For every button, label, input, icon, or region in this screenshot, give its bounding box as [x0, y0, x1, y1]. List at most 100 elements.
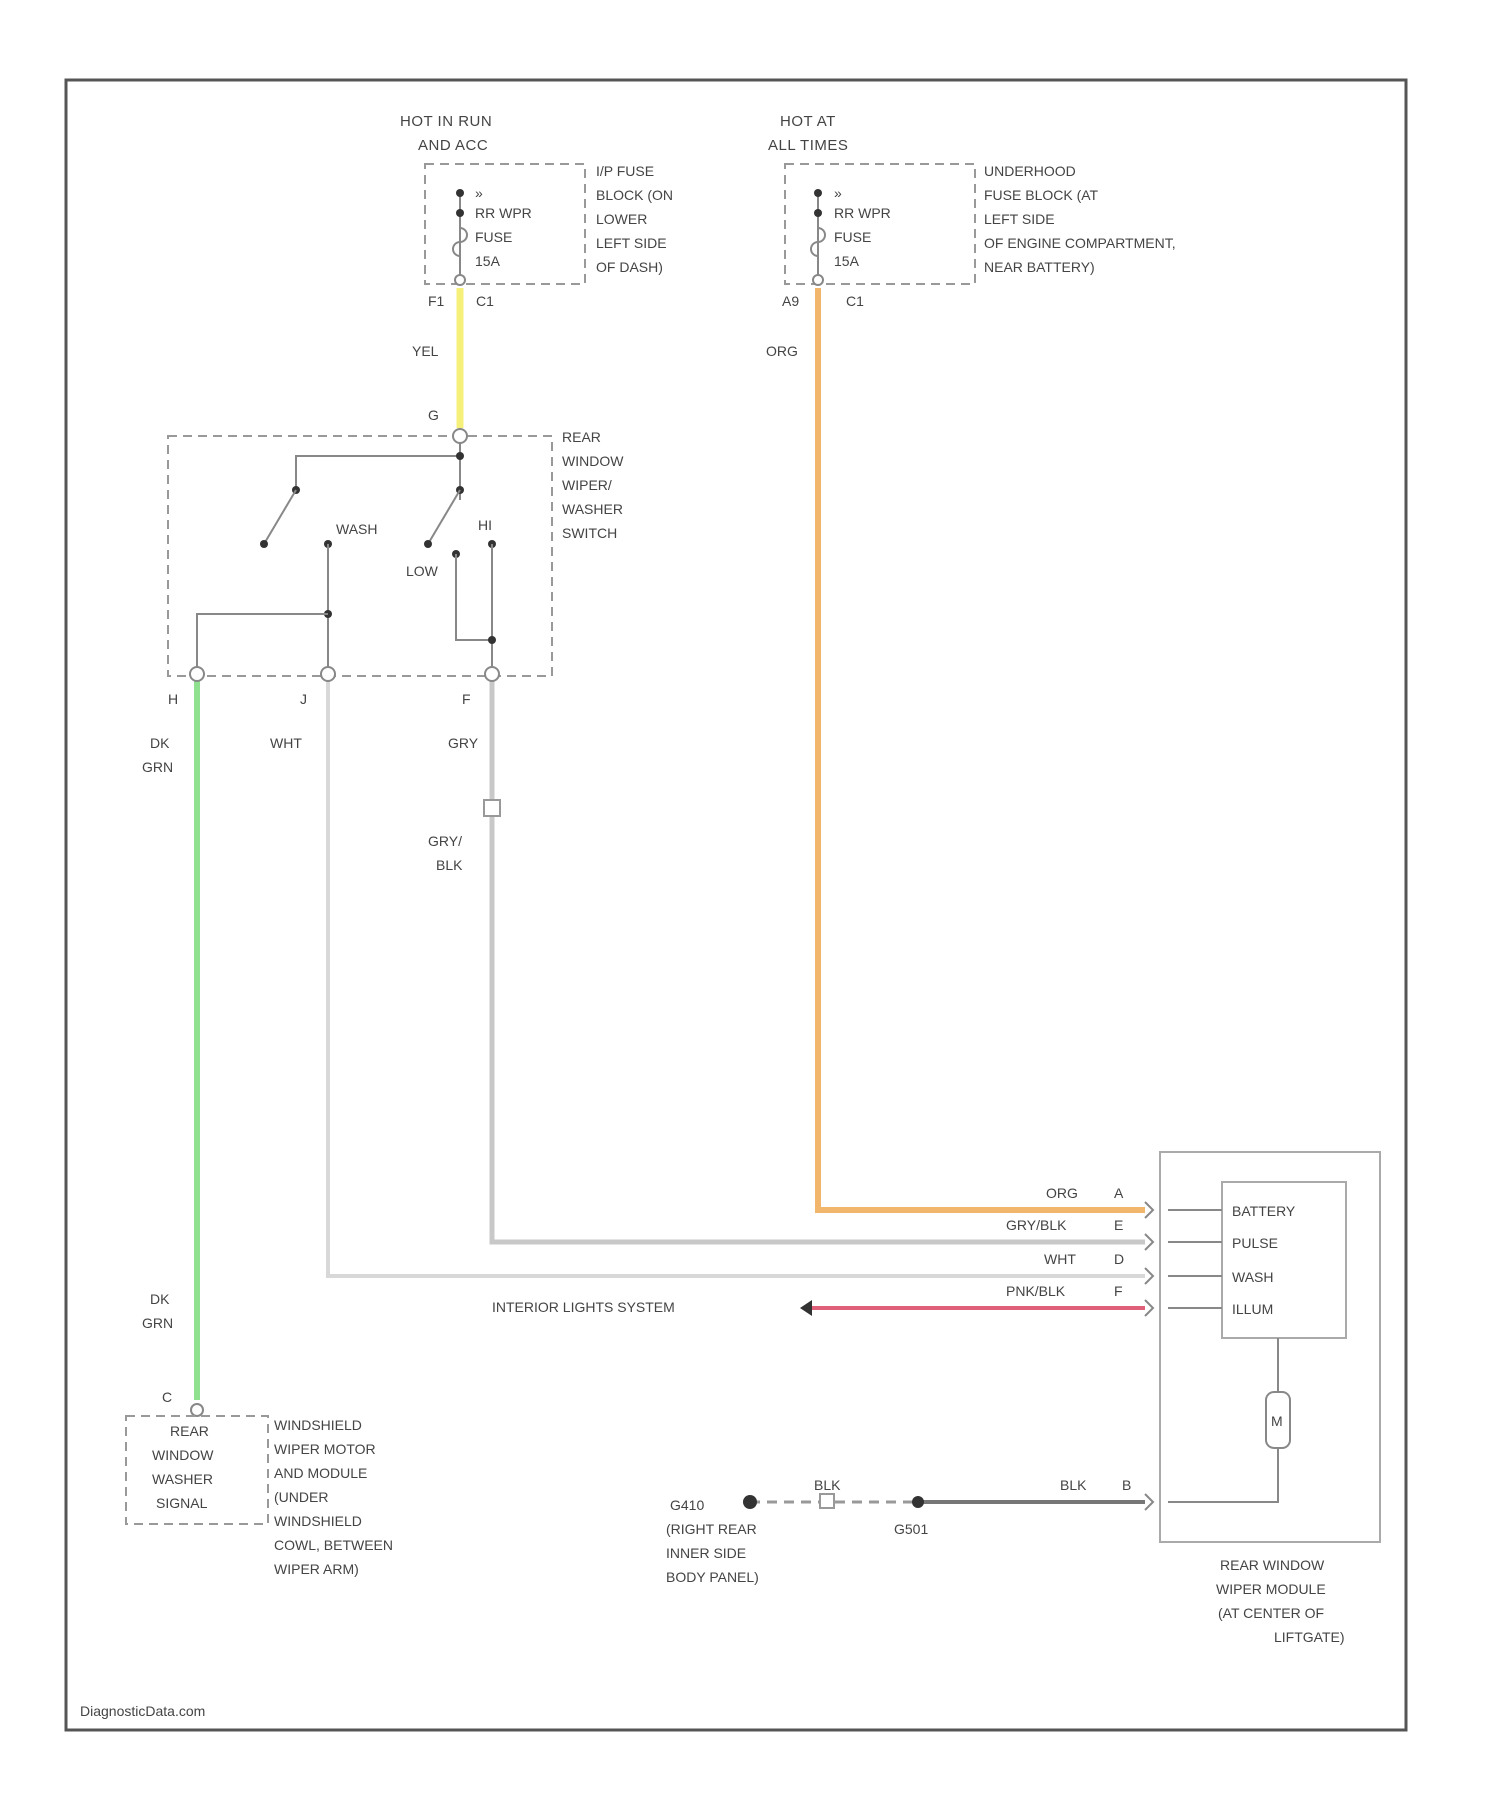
ground-g410-label: G410: [670, 1497, 704, 1513]
ground-g501-label: G501: [894, 1521, 928, 1537]
module-pin-f: F: [1114, 1283, 1123, 1299]
svg-text:»: »: [834, 185, 842, 201]
fuse-left-block-3: LOWER: [596, 211, 647, 227]
fuse-right-block-1: UNDERHOOD: [984, 163, 1076, 179]
switch-wash-label: WASH: [336, 521, 377, 537]
washer-desc-6: COWL, BETWEEN: [274, 1537, 393, 1553]
svg-text:»: »: [475, 185, 483, 201]
ground-g410-desc-2: INNER SIDE: [666, 1545, 746, 1561]
fuse-right-block-2: FUSE BLOCK (AT: [984, 187, 1099, 203]
module-wire-label-f: PNK/BLK: [1006, 1283, 1066, 1299]
module-input-illum: ILLUM: [1232, 1301, 1273, 1317]
module-name-2: WIPER MODULE: [1216, 1581, 1326, 1597]
switch-hi-label: HI: [478, 517, 492, 533]
rear-wiper-switch: G WASH HI LOW H J F REAR WINDOW WIPER/ W…: [168, 407, 624, 707]
module-wire-label-d: WHT: [1044, 1251, 1076, 1267]
fuse-right-block-5: NEAR BATTERY): [984, 259, 1095, 275]
fuse-right-name: RR WPR: [834, 205, 891, 221]
interior-lights-label: INTERIOR LIGHTS SYSTEM: [492, 1299, 675, 1315]
switch-name-1: REAR: [562, 429, 601, 445]
fuse-right-source-1: HOT AT: [780, 113, 836, 130]
fuse-right-connector: C1: [846, 293, 864, 309]
washer-pin-c: C: [162, 1389, 172, 1405]
outer-frame: [66, 80, 1406, 1730]
washer-signal-component: C REAR WINDOW WASHER SIGNAL WINDSHIELD W…: [126, 1389, 393, 1577]
washer-desc-5: WINDSHIELD: [274, 1513, 362, 1529]
module-name-1: REAR WINDOW: [1220, 1557, 1325, 1573]
fuse-right-block-3: LEFT SIDE: [984, 211, 1055, 227]
fuse-left-connector: C1: [476, 293, 494, 309]
switch-name-4: WASHER: [562, 501, 623, 517]
switch-pin-j: J: [300, 691, 307, 707]
fuse-left: HOT IN RUN AND ACC » RR WPR FUSE 15A I/P…: [400, 113, 673, 309]
wire-dk-grn-label-2b: GRN: [142, 1315, 173, 1331]
ground-g410-icon: [743, 1495, 757, 1509]
module-wire-label-a: ORG: [1046, 1185, 1078, 1201]
ground-g501-icon: [912, 1496, 924, 1508]
switch-pin-h: H: [168, 691, 178, 707]
fuse-left-name: RR WPR: [475, 205, 532, 221]
fuse-right-block-outline: [785, 164, 975, 284]
module-pin-d: D: [1114, 1251, 1124, 1267]
fuse-left-source-1: HOT IN RUN: [400, 113, 492, 130]
wire-gry-label: GRY: [448, 735, 479, 751]
washer-name-1: REAR: [170, 1423, 209, 1439]
switch-pin-g: G: [428, 407, 439, 423]
module-pin-e: E: [1114, 1217, 1123, 1233]
module-input-pulse: PULSE: [1232, 1235, 1278, 1251]
switch-contact-wash: [264, 490, 296, 544]
fuse-right-amps: 15A: [834, 253, 860, 269]
washer-desc-1: WINDSHIELD: [274, 1417, 362, 1433]
fuse-left-block-outline: [425, 164, 585, 284]
module-wire-label-e: GRY/BLK: [1006, 1217, 1067, 1233]
module-name-4: LIFTGATE): [1274, 1629, 1345, 1645]
wire-yel-label: YEL: [412, 343, 439, 359]
watermark: DiagnosticData.com: [80, 1703, 205, 1719]
wire-org-label: ORG: [766, 343, 798, 359]
switch-contact-wiper: [428, 490, 460, 544]
ground-wire-label-1: BLK: [814, 1477, 841, 1493]
wire-gry-blk-label-2: BLK: [436, 857, 463, 873]
module-name-3: (AT CENTER OF: [1218, 1605, 1324, 1621]
washer-desc-2: WIPER MOTOR: [274, 1441, 376, 1457]
module-pin-a: A: [1114, 1185, 1124, 1201]
fuse-right-source-2: ALL TIMES: [768, 137, 848, 154]
motor-label: M: [1271, 1413, 1283, 1429]
arrow-interior-lights-icon: [800, 1300, 812, 1316]
wire-dk-grn-label-1a: DK: [150, 735, 170, 751]
fuse-left-block-1: I/P FUSE: [596, 163, 654, 179]
fuse-left-pin: F1: [428, 293, 445, 309]
wire-wht-label: WHT: [270, 735, 302, 751]
wire-dk-grn-label-2a: DK: [150, 1291, 170, 1307]
fuse-left-block-5: OF DASH): [596, 259, 663, 275]
washer-name-2: WINDOW: [152, 1447, 214, 1463]
fuse-left-block-4: LEFT SIDE: [596, 235, 667, 251]
fuse-left-block-2: BLOCK (ON: [596, 187, 673, 203]
switch-name-2: WINDOW: [562, 453, 624, 469]
fuse-left-source-2: AND ACC: [418, 137, 488, 154]
fuse-right-block-4: OF ENGINE COMPARTMENT,: [984, 235, 1176, 251]
module-input-battery: BATTERY: [1232, 1203, 1296, 1219]
module-pin-b: B: [1122, 1477, 1131, 1493]
switch-pin-f: F: [462, 691, 471, 707]
ground-g410-desc-3: BODY PANEL): [666, 1569, 759, 1585]
wire-org: [818, 288, 1145, 1210]
washer-desc-7: WIPER ARM): [274, 1561, 359, 1577]
switch-name-3: WIPER/: [562, 477, 612, 493]
fuse-left-amps: 15A: [475, 253, 501, 269]
wire-wht: [328, 680, 1145, 1276]
switch-name-5: SWITCH: [562, 525, 617, 541]
washer-name-3: WASHER: [152, 1471, 213, 1487]
fuse-right-fuse: FUSE: [834, 229, 871, 245]
washer-name-4: SIGNAL: [156, 1495, 208, 1511]
switch-low-label: LOW: [406, 563, 439, 579]
rear-wiper-module: BATTERY PULSE WASH ILLUM M REAR WINDOW W…: [1145, 1152, 1380, 1645]
washer-desc-4: (UNDER: [274, 1489, 328, 1505]
wire-gry-blk-label-1: GRY/: [428, 833, 462, 849]
fuse-left-fuse: FUSE: [475, 229, 512, 245]
fuse-right: HOT AT ALL TIMES » RR WPR FUSE 15A UNDER…: [768, 113, 1176, 309]
module-input-wash: WASH: [1232, 1269, 1273, 1285]
washer-desc-3: AND MODULE: [274, 1465, 367, 1481]
